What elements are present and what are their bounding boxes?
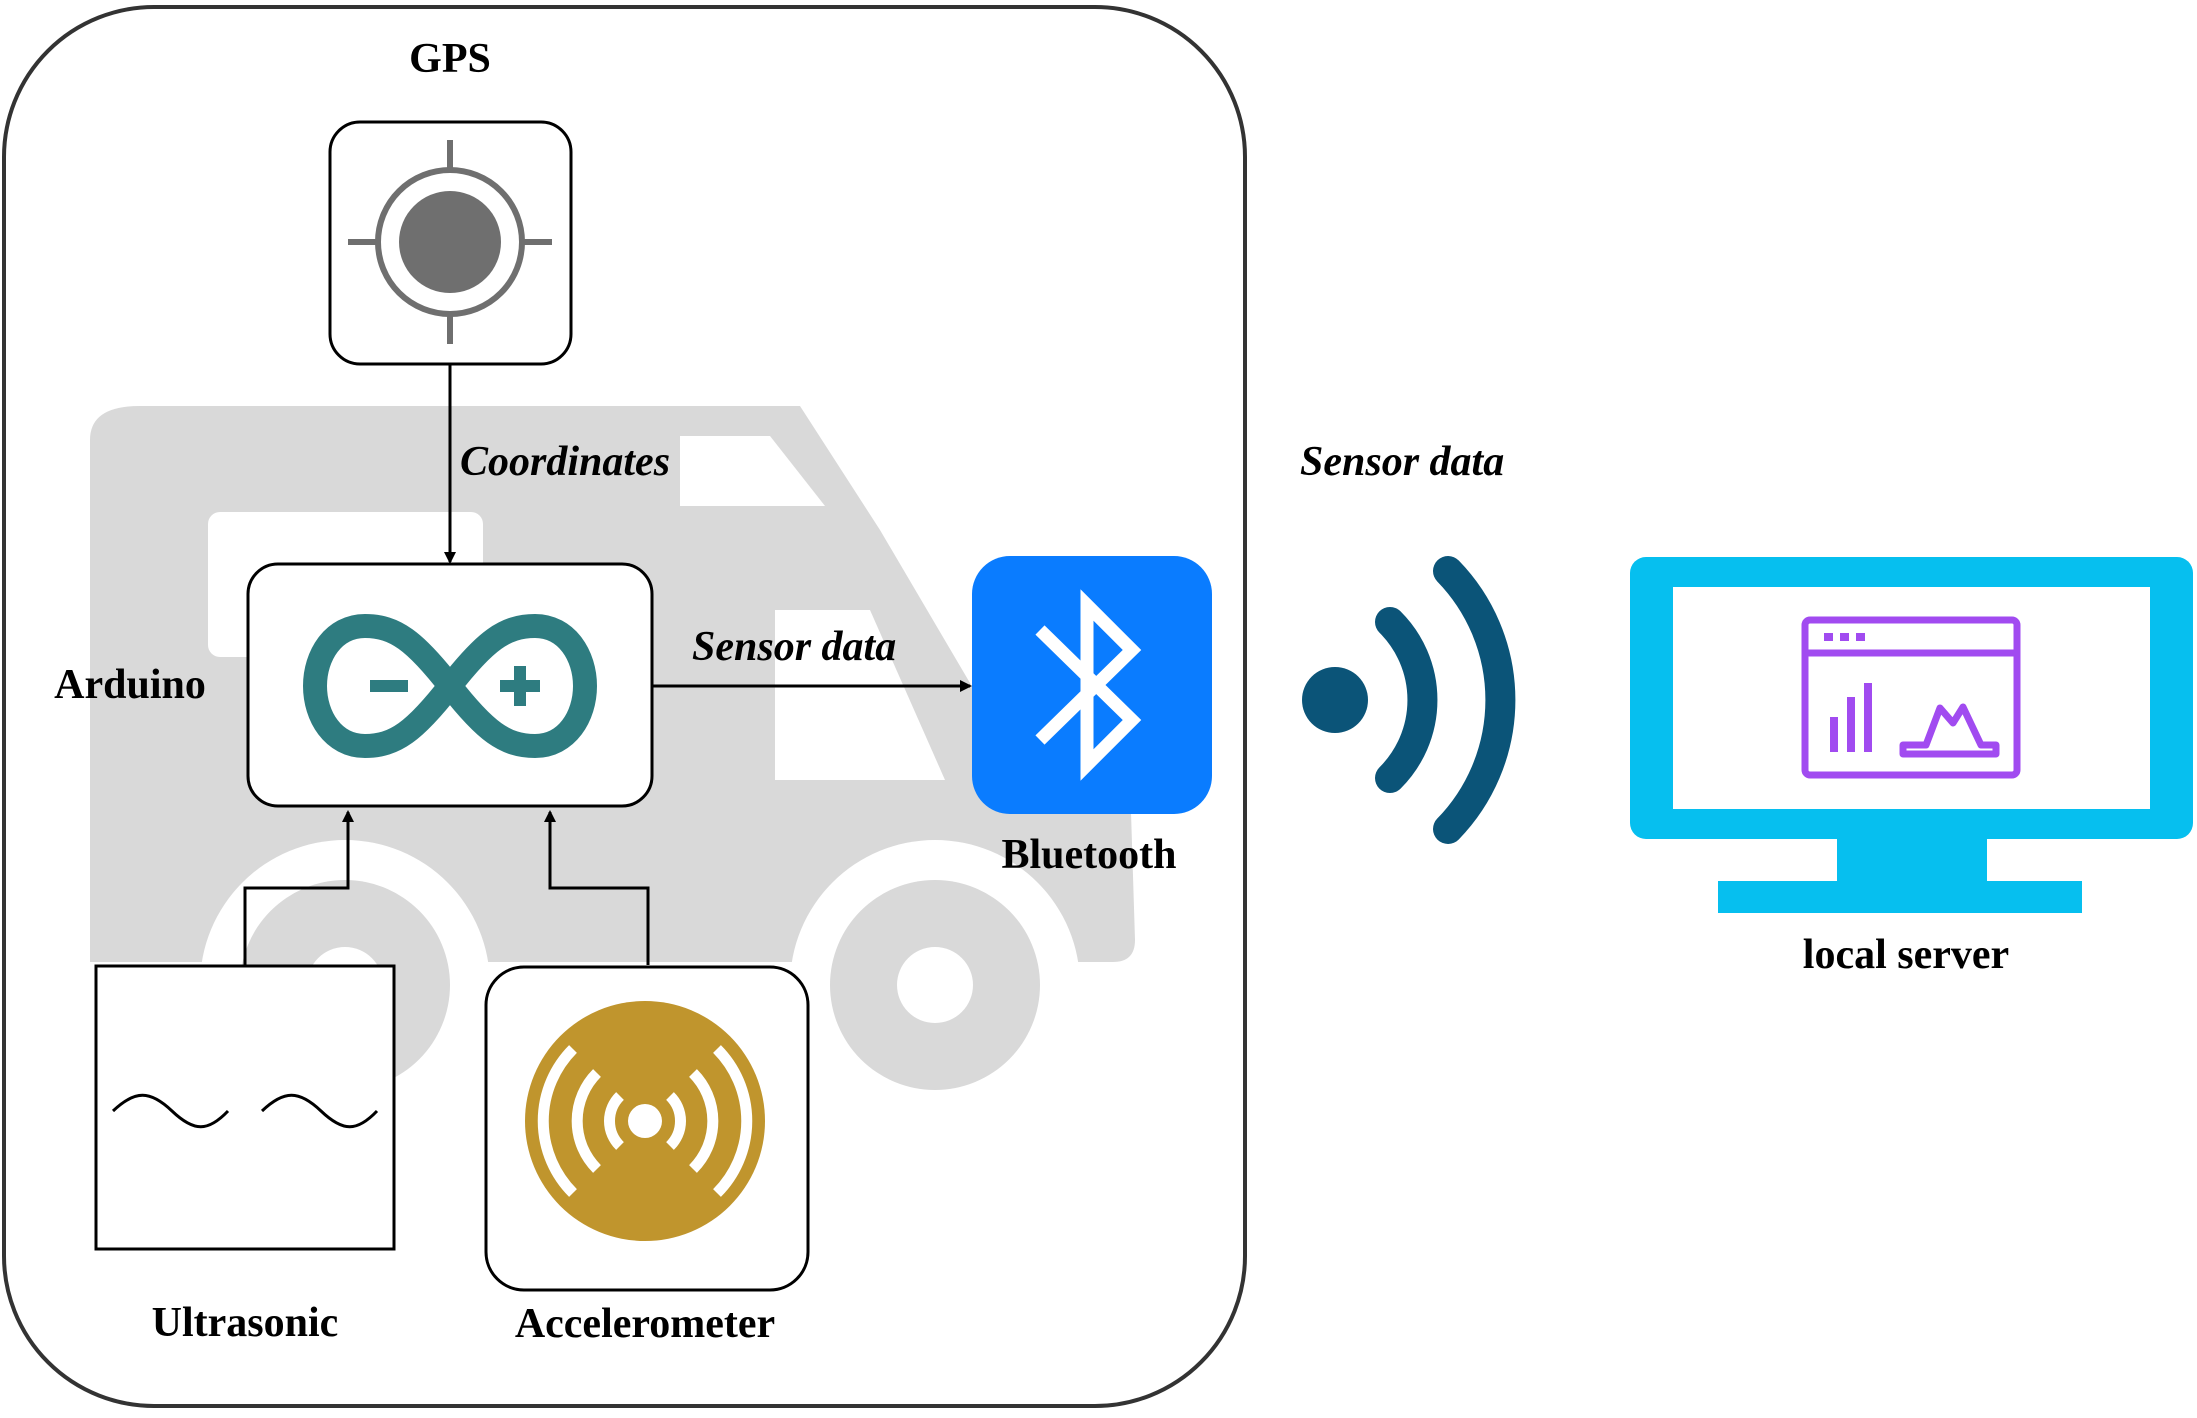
crosshair-target-icon [348,140,552,344]
arduino-infinity-icon [303,614,597,758]
bluetooth-node [972,556,1212,814]
sensor-data-bluetooth-edge-label: Sensor data [692,624,896,670]
local-server-node [1630,557,2193,913]
arduino-node [246,562,654,808]
bluetooth-icon [1035,589,1142,781]
bluetooth-label: Bluetooth [1001,832,1176,878]
connectors [243,365,972,965]
vibration-sensor-icon [525,1001,765,1241]
gps-label: GPS [409,36,491,82]
monitor-dashboard-icon [1630,557,2193,913]
ultrasonic-to-arduino-arrow [243,810,354,965]
gps-node [328,120,573,366]
sensor-data-wireless-edge-label: Sensor data [1300,439,1504,485]
ultrasonic-label: Ultrasonic [152,1300,339,1346]
coordinates-edge-label: Coordinates [460,439,670,485]
ultrasonic-node [94,964,396,1251]
accelerometer-node [484,965,810,1292]
local-server-label: local server [1803,932,2009,978]
wave-pair-icon [111,1093,379,1129]
wireless-signal-icon [1302,556,1516,844]
accelerometer-to-arduino-arrow [544,810,650,965]
arduino-label: Arduino [54,662,206,708]
accelerometer-label: Accelerometer [515,1301,775,1347]
